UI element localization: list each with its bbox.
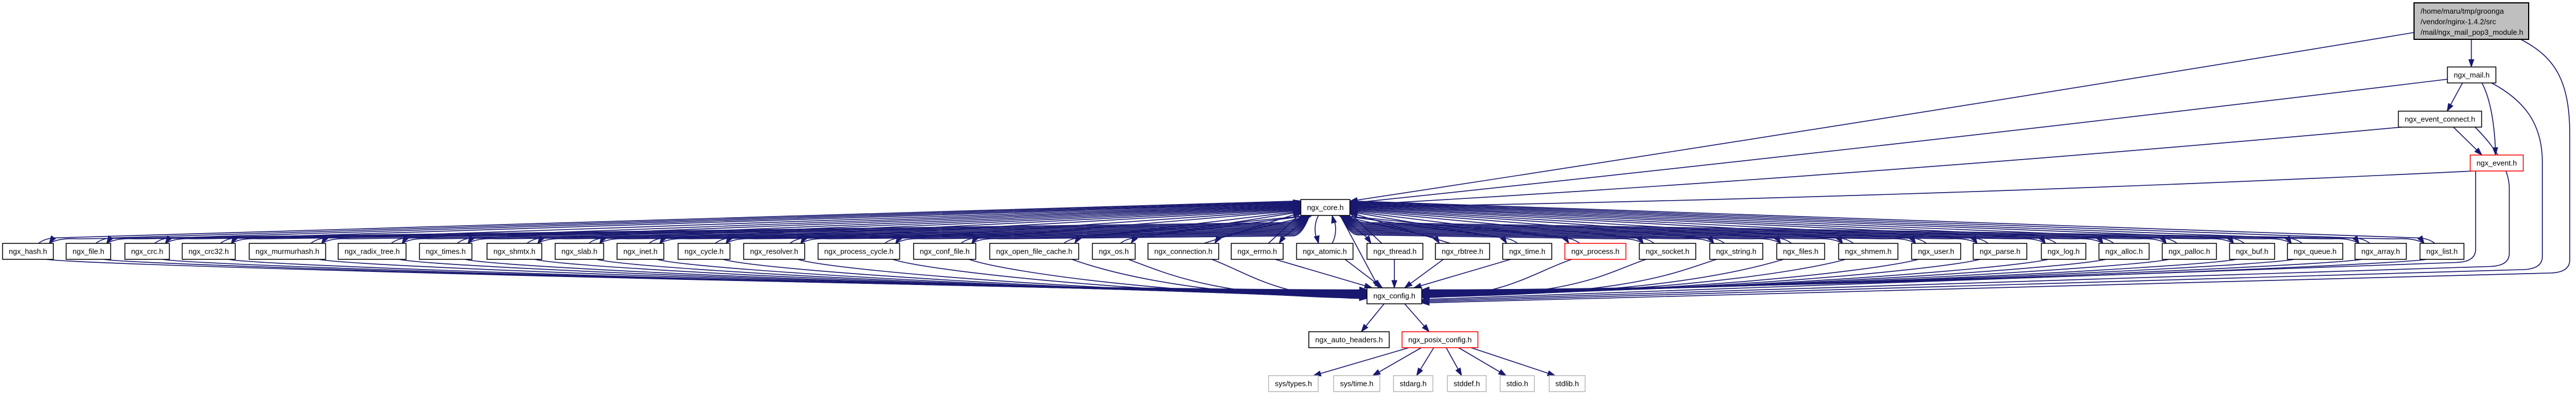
svg-text:ngx_buf.h: ngx_buf.h — [2236, 247, 2268, 256]
svg-text:ngx_slab.h: ngx_slab.h — [562, 247, 598, 256]
svg-text:ngx_atomic.h: ngx_atomic.h — [1303, 247, 1346, 256]
svg-text:ngx_config.h: ngx_config.h — [1373, 292, 1415, 300]
svg-text:stdarg.h: stdarg.h — [1400, 380, 1427, 388]
svg-text:ngx_shmtx.h: ngx_shmtx.h — [493, 247, 536, 256]
svg-text:ngx_open_file_cache.h: ngx_open_file_cache.h — [996, 247, 1073, 256]
svg-text:ngx_shmem.h: ngx_shmem.h — [1845, 247, 1892, 256]
svg-text:ngx_thread.h: ngx_thread.h — [1373, 247, 1417, 256]
svg-text:stddef.h: stddef.h — [1454, 380, 1480, 388]
svg-text:ngx_crc32.h: ngx_crc32.h — [189, 247, 229, 256]
svg-text:ngx_socket.h: ngx_socket.h — [1646, 247, 1690, 256]
svg-text:sys/time.h: sys/time.h — [1340, 380, 1374, 388]
svg-text:stdlib.h: stdlib.h — [1555, 380, 1579, 388]
svg-text:ngx_cycle.h: ngx_cycle.h — [684, 247, 724, 256]
svg-text:ngx_queue.h: ngx_queue.h — [2294, 247, 2336, 256]
svg-text:ngx_event.h: ngx_event.h — [2477, 159, 2517, 168]
svg-text:ngx_crc.h: ngx_crc.h — [131, 247, 163, 256]
svg-text:ngx_inet.h: ngx_inet.h — [623, 247, 658, 256]
svg-text:/home/maru/tmp/groonga: /home/maru/tmp/groonga — [2421, 7, 2505, 15]
svg-text:stdio.h: stdio.h — [1506, 380, 1528, 388]
svg-text:ngx_process_cycle.h: ngx_process_cycle.h — [824, 247, 893, 256]
svg-text:ngx_string.h: ngx_string.h — [1716, 247, 1756, 256]
svg-text:ngx_log.h: ngx_log.h — [2047, 247, 2079, 256]
svg-text:ngx_alloc.h: ngx_alloc.h — [2106, 247, 2143, 256]
svg-text:ngx_core.h: ngx_core.h — [1307, 203, 1344, 212]
svg-text:ngx_files.h: ngx_files.h — [1783, 247, 1818, 256]
svg-text:ngx_user.h: ngx_user.h — [1918, 247, 1954, 256]
svg-text:ngx_murmurhash.h: ngx_murmurhash.h — [255, 247, 319, 256]
svg-text:ngx_mail.h: ngx_mail.h — [2454, 71, 2490, 79]
svg-text:ngx_times.h: ngx_times.h — [425, 247, 465, 256]
svg-text:ngx_list.h: ngx_list.h — [2427, 247, 2458, 256]
svg-text:ngx_resolver.h: ngx_resolver.h — [750, 247, 798, 256]
svg-text:ngx_array.h: ngx_array.h — [2362, 247, 2400, 256]
svg-text:sys/types.h: sys/types.h — [1275, 380, 1312, 388]
svg-text:ngx_palloc.h: ngx_palloc.h — [2169, 247, 2210, 256]
svg-text:ngx_rbtree.h: ngx_rbtree.h — [1442, 247, 1483, 256]
svg-text:ngx_auto_headers.h: ngx_auto_headers.h — [1315, 336, 1383, 344]
svg-text:ngx_time.h: ngx_time.h — [1509, 247, 1545, 256]
svg-text:ngx_posix_config.h: ngx_posix_config.h — [1408, 336, 1471, 344]
svg-text:ngx_os.h: ngx_os.h — [1099, 247, 1129, 256]
svg-text:ngx_errno.h: ngx_errno.h — [1238, 247, 1277, 256]
svg-text:ngx_hash.h: ngx_hash.h — [9, 247, 47, 256]
svg-text:/mail/ngx_mail_pop3_module.h: /mail/ngx_mail_pop3_module.h — [2421, 28, 2524, 36]
svg-text:ngx_parse.h: ngx_parse.h — [1979, 247, 2021, 256]
svg-text:ngx_event_connect.h: ngx_event_connect.h — [2405, 115, 2476, 124]
svg-text:ngx_file.h: ngx_file.h — [72, 247, 104, 256]
svg-text:/vendor/nginx-1.4.2/src: /vendor/nginx-1.4.2/src — [2421, 18, 2497, 26]
svg-text:ngx_connection.h: ngx_connection.h — [1154, 247, 1212, 256]
svg-text:ngx_conf_file.h: ngx_conf_file.h — [920, 247, 969, 256]
svg-text:ngx_radix_tree.h: ngx_radix_tree.h — [344, 247, 400, 256]
svg-text:ngx_process.h: ngx_process.h — [1571, 247, 1620, 256]
